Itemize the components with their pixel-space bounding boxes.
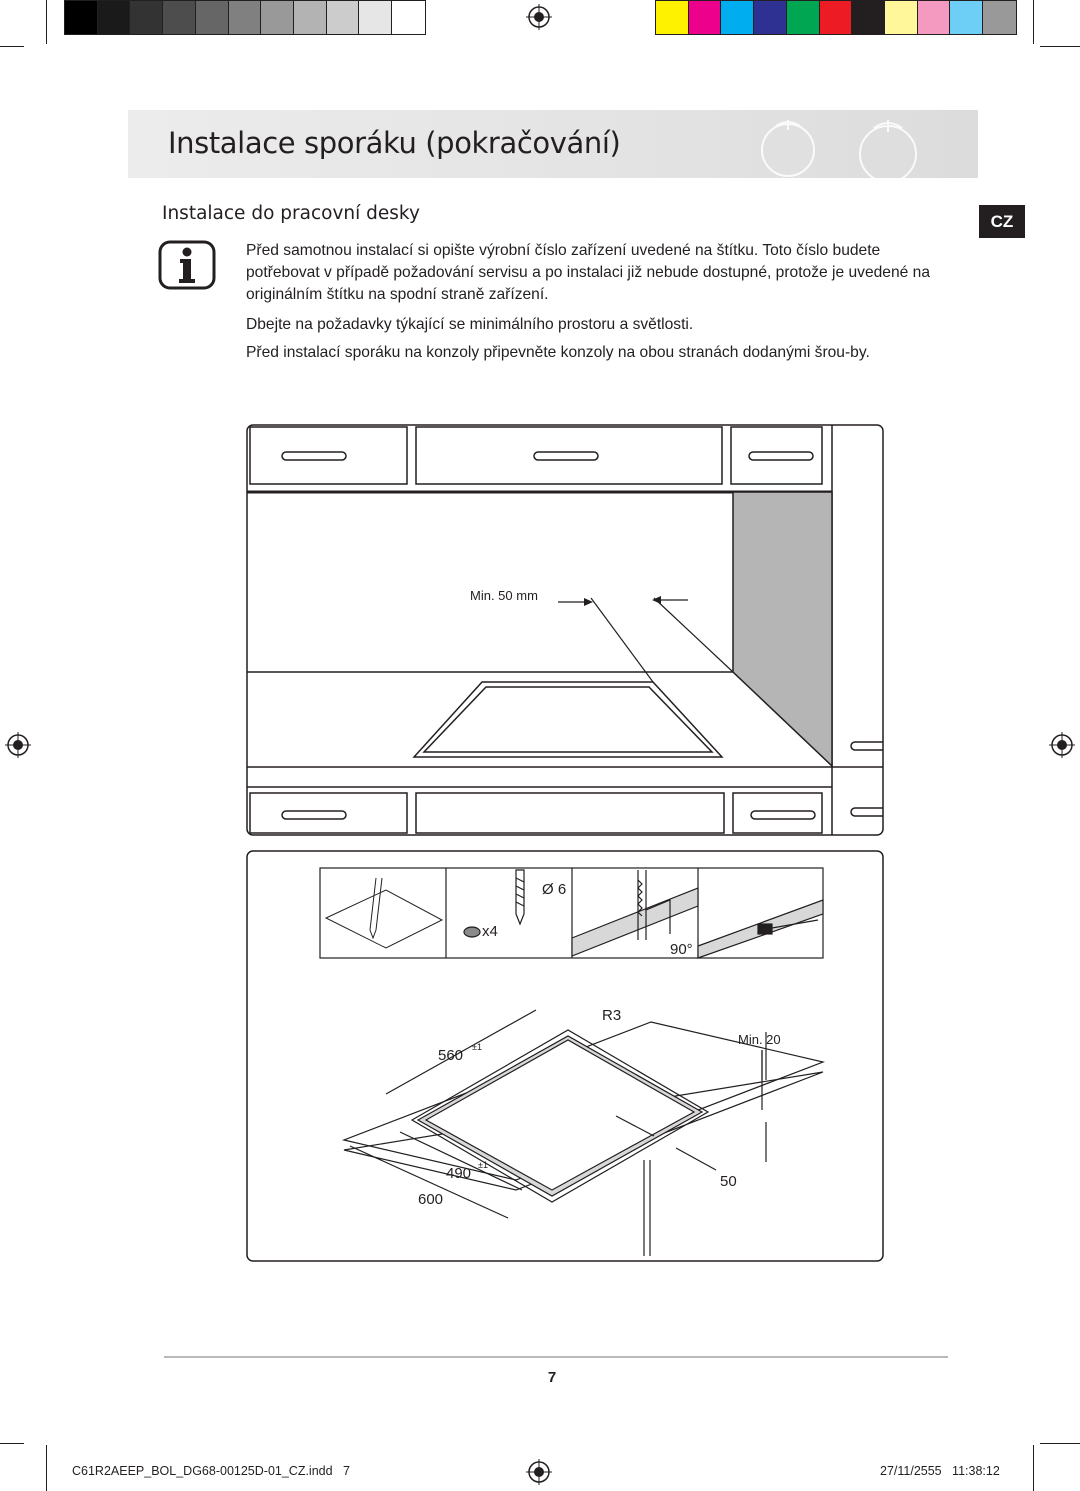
paragraph-brackets: Před instalací sporáku na konzoly připev… (246, 344, 870, 361)
color-swatch (392, 1, 425, 34)
crop-mark (46, 1445, 47, 1491)
color-swatch (130, 1, 164, 34)
hob (412, 681, 724, 758)
footer-rule (164, 1356, 948, 1358)
color-swatch (885, 1, 918, 34)
saw-cut-step (571, 870, 699, 957)
lower-cabinets (249, 792, 823, 834)
cutout-width-tolerance: ±1 (478, 1160, 488, 1170)
color-swatch (819, 1, 853, 34)
color-swatch (983, 1, 1016, 34)
edge-offset-label: 50 (720, 1173, 737, 1190)
crop-mark (1040, 1443, 1080, 1444)
screw-count-label: x4 (482, 923, 498, 940)
process-color-bar (655, 0, 1017, 35)
grayscale-color-bar (64, 0, 426, 35)
counter-width-label: 600 (418, 1191, 443, 1208)
color-swatch (688, 1, 722, 34)
kitchen-installation-figure: Min. 50 mm (246, 424, 884, 836)
registration-mark-icon (5, 732, 31, 758)
crop-mark (0, 46, 24, 47)
registration-mark-icon (526, 1459, 552, 1485)
color-swatch (65, 1, 98, 34)
language-badge: CZ (979, 205, 1025, 238)
registration-mark-icon (1049, 732, 1075, 758)
color-swatch (721, 1, 755, 34)
sealing-step (697, 899, 824, 959)
radius-label: R3 (602, 1007, 621, 1024)
info-icon (158, 240, 216, 290)
crop-mark (1040, 46, 1080, 47)
drill-diameter-label: Ø 6 (542, 881, 566, 898)
section-heading: Instalace do pracovní desky (162, 203, 420, 224)
paragraph-serial-number: Před samotnou instalací si opište výrobn… (246, 242, 930, 303)
min-clearance-label: Min. 50 mm (470, 588, 538, 603)
color-swatch (326, 1, 360, 34)
cutout-width-label: 490 (446, 1165, 471, 1182)
side-wall (732, 491, 833, 768)
color-swatch (163, 1, 196, 34)
title-band (128, 110, 978, 178)
color-swatch (97, 1, 131, 34)
color-swatch (754, 1, 787, 34)
drill-step (463, 869, 525, 938)
footer-file-info: C61R2AEEP_BOL_DG68-00125D-01_CZ.indd 7 (72, 1464, 350, 1478)
angle-label: 90° (670, 941, 693, 958)
color-swatch (786, 1, 820, 34)
color-swatch (950, 1, 984, 34)
color-swatch (261, 1, 295, 34)
crop-mark (46, 0, 47, 44)
color-swatch (656, 1, 689, 34)
registration-mark-icon (526, 4, 552, 30)
cutout-dimensions-figure: Ø 6 x4 90° R3 560 ±1 490 ±1 600 (246, 850, 884, 1262)
color-swatch (228, 1, 262, 34)
crop-mark (0, 1443, 24, 1444)
dimension-lines (349, 1009, 767, 1256)
color-swatch (852, 1, 886, 34)
footer-date-info: 27/11/2555 11:38:12 (880, 1464, 1000, 1478)
min-distance-label: Min. 20 (738, 1032, 781, 1047)
crop-mark (1033, 0, 1034, 44)
color-swatch (195, 1, 229, 34)
page-title: Instalace sporáku (pokračování) (168, 126, 621, 160)
paragraph-clearance: Dbejte na požadavky týkající se minimáln… (246, 316, 694, 333)
color-swatch (359, 1, 393, 34)
pencil-marking-step (324, 877, 444, 949)
tomato-watermark-icon (761, 120, 917, 178)
cutout-depth-tolerance: ±1 (472, 1042, 482, 1052)
color-swatch (294, 1, 327, 34)
page-number: 7 (547, 1369, 557, 1386)
color-swatch (917, 1, 951, 34)
worktop-cutout (341, 1021, 826, 1203)
cutout-depth-label: 560 (438, 1047, 463, 1064)
crop-mark (1033, 1445, 1034, 1491)
